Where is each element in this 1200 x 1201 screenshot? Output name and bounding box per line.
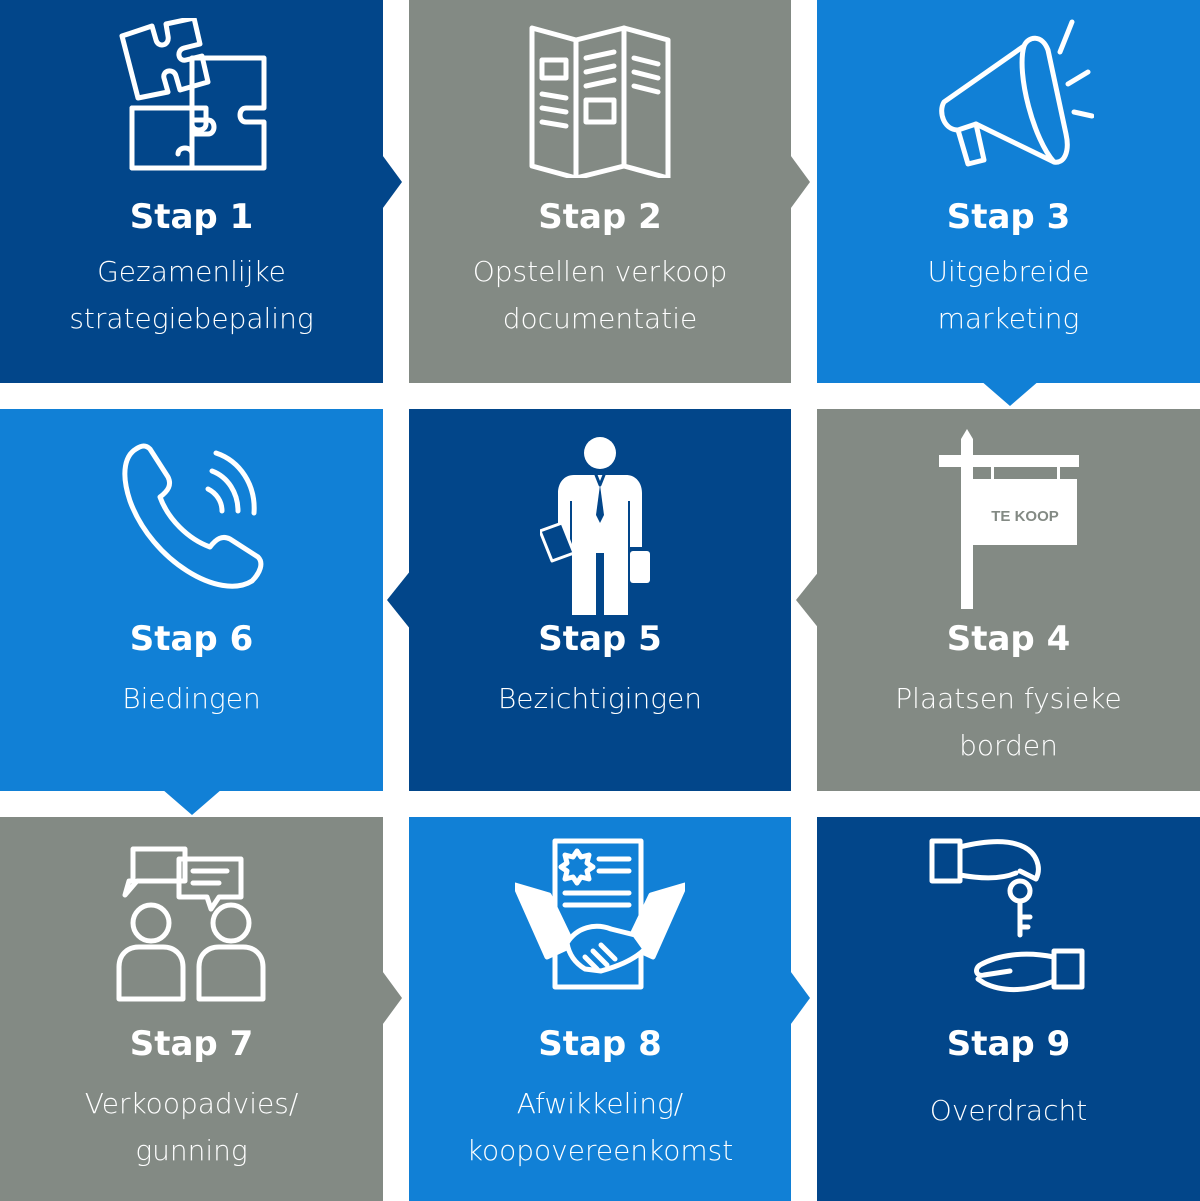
sign-text: TE KOOP [991, 508, 1059, 525]
step-7-tile: Stap 7 Verkoopadvies/ gunning [0, 817, 383, 1201]
step-3-tile: Stap 3 Uitgebreide marketing [817, 0, 1200, 383]
step-3-title: Stap 3 [946, 197, 1071, 237]
step-2-tile: Stap 2 Opstellen verkoop documentatie [409, 0, 791, 383]
arrow-step3-to-step4 [980, 380, 1040, 406]
megaphone-icon [938, 19, 1094, 167]
step-9-description: Overdracht [929, 1094, 1088, 1127]
arrow-step2-to-step3 [788, 152, 810, 212]
step-7-description: Verkoopadvies/ gunning [84, 1087, 299, 1167]
step-2-description: Opstellen verkoop documentatie [472, 255, 728, 335]
step-5-tile: Stap 5 Bezichtigingen [409, 409, 791, 791]
step-9-tile: Stap 9 Overdracht [817, 817, 1200, 1201]
phone-icon [121, 443, 263, 589]
key-handover-icon [929, 838, 1084, 993]
step-3-description: Uitgebreide marketing [927, 255, 1090, 335]
arrow-step6-to-step7 [162, 789, 222, 815]
step-6-tile: Stap 6 Biedingen [0, 409, 383, 791]
arrow-step1-to-step2 [380, 152, 420, 212]
step-8-title: Stap 8 [538, 1024, 662, 1064]
step-1-title: Stap 1 [129, 197, 254, 237]
arrow-step4-to-step5 [796, 570, 820, 630]
contract-handshake-icon [515, 838, 685, 990]
arrow-step8-to-step9 [788, 968, 810, 1028]
brochure-icon [529, 25, 671, 178]
step-9-title: Stap 9 [946, 1024, 1071, 1064]
step-1-description: Gezamenlijke strategiebepaling [69, 255, 314, 335]
step-8-tile: Stap 8 Afwikkeling/ koopovereenkomst [409, 817, 791, 1201]
step-5-description: Bezichtigingen [497, 682, 703, 715]
step-6-title: Stap 6 [129, 619, 254, 659]
arrow-step7-to-step8 [380, 968, 402, 1028]
step-4-tile: TE KOOP Stap 4 Plaatsen fysieke borden [817, 409, 1200, 791]
step-2-title: Stap 2 [538, 197, 662, 237]
conversation-icon [116, 846, 265, 1002]
step-6-description: Biedingen [122, 682, 261, 715]
step-4-description: Plaatsen fysieke borden [895, 682, 1122, 762]
step-5-title: Stap 5 [538, 619, 662, 659]
businessman-icon [540, 437, 650, 615]
arrow-step5-to-step6 [387, 570, 411, 630]
step-4-title: Stap 4 [946, 619, 1071, 659]
step-8-description: Afwikkeling/ koopovereenkomst [466, 1087, 734, 1167]
step-7-title: Stap 7 [129, 1024, 254, 1064]
for-sale-sign-icon: TE KOOP [938, 429, 1079, 609]
step-1-tile: Stap 1 Gezamenlijke strategiebepaling [0, 0, 383, 383]
puzzle-icon [119, 18, 266, 171]
